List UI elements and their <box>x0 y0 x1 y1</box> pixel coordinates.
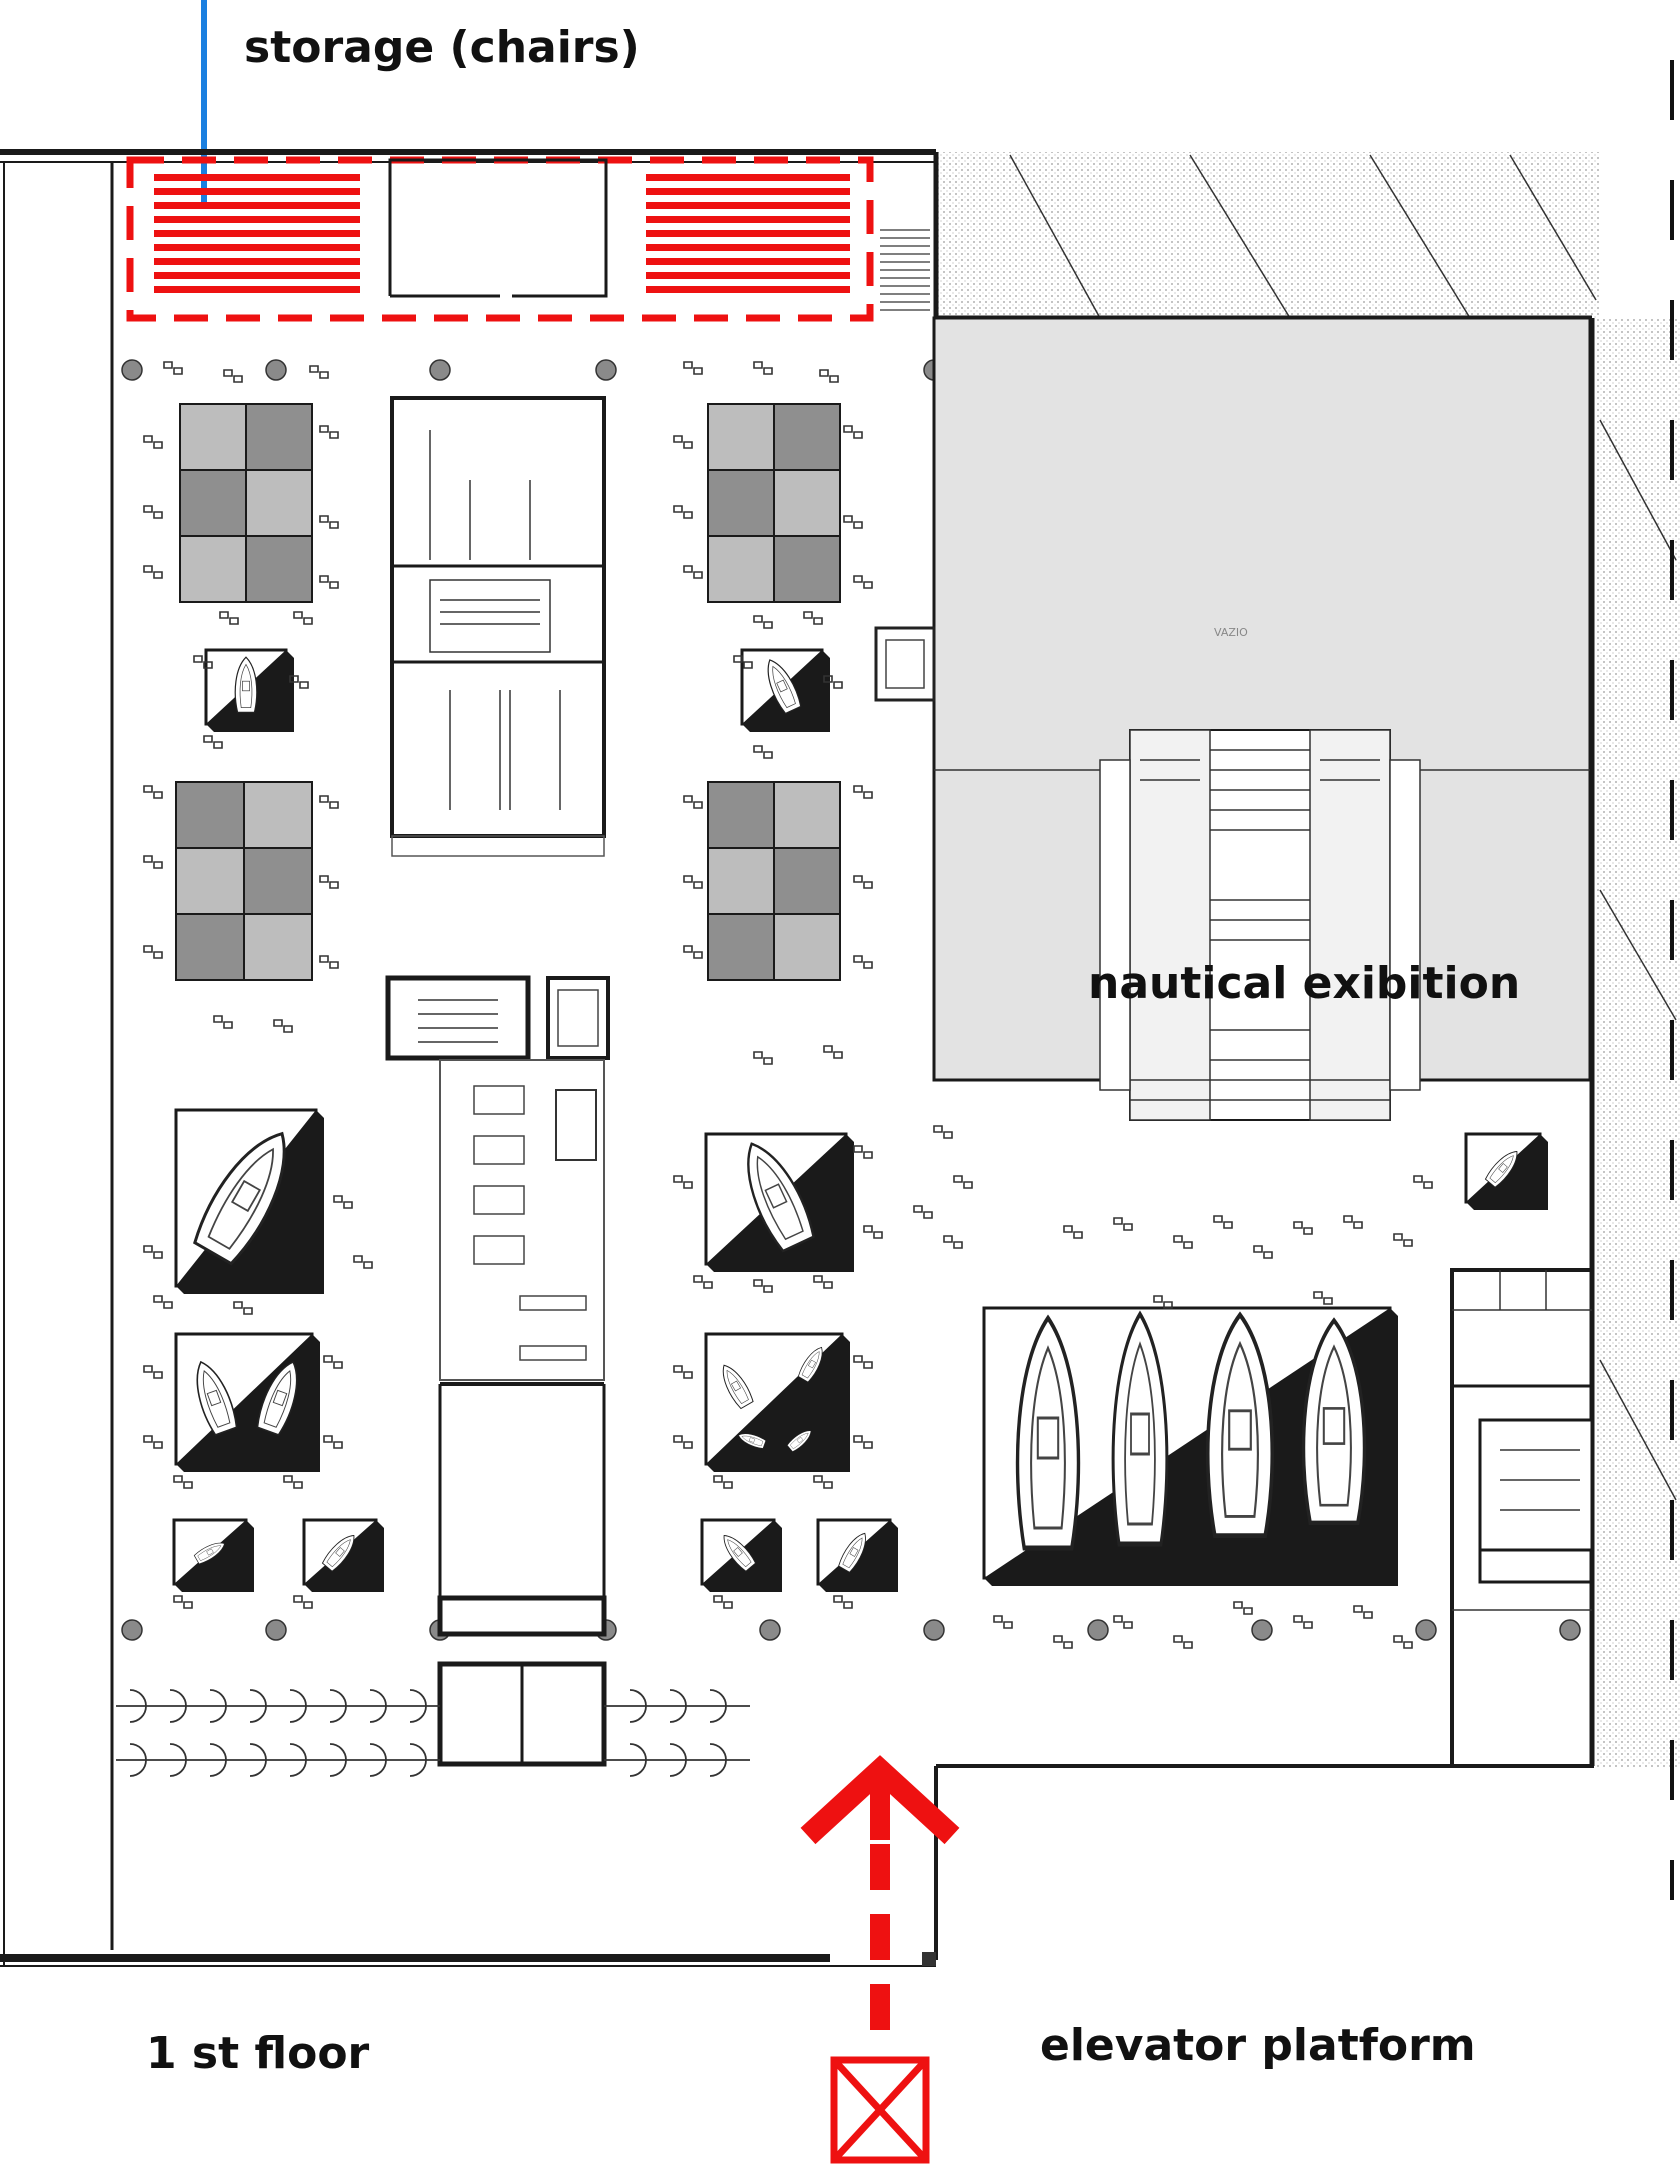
arrow-up-icon <box>800 1755 960 2040</box>
display-grid-4 <box>707 781 841 981</box>
boat-display-small-2 <box>740 648 830 732</box>
boat-display-small-1 <box>204 648 294 732</box>
vent-grille <box>880 229 930 311</box>
display-grid-1 <box>179 403 313 603</box>
storage-area <box>126 156 930 322</box>
main-boat-showcase <box>982 1306 1398 1586</box>
restroom-core <box>390 396 606 857</box>
chair-stack-left <box>154 174 360 293</box>
elevator-icon <box>830 2056 930 2164</box>
display-grid-2 <box>707 403 841 603</box>
boat-display-cluster <box>704 1332 850 1472</box>
grand-staircase <box>1099 729 1421 1121</box>
entry-gates <box>116 1689 750 1777</box>
display-grid-3 <box>175 781 313 981</box>
void-label: VAZIO <box>1214 626 1248 639</box>
chair-stack-right <box>646 174 850 293</box>
floor-label: 1 st floor <box>146 2028 370 2079</box>
right-service-block <box>1450 1268 1594 1768</box>
boat-display-corner <box>1464 1132 1548 1210</box>
boat-display-tiny-3 <box>700 1518 782 1592</box>
exterior-ground <box>936 60 1680 2168</box>
boat-display-large-2 <box>704 1132 854 1272</box>
exhibition-void: VAZIO nautical exibition <box>874 316 1592 1121</box>
boat-display-tiny-4 <box>816 1518 898 1592</box>
boat-display-tiny-2 <box>302 1518 384 1592</box>
nautical-exhibition-label: nautical exibition <box>1088 958 1520 1009</box>
service-core <box>385 975 610 1767</box>
boat-display-twin <box>174 1332 320 1472</box>
storage-label: storage (chairs) <box>244 22 640 73</box>
boat-display-tiny-1 <box>172 1518 254 1592</box>
elevator-platform-label: elevator platform <box>1040 2020 1476 2071</box>
boat-display-large-1 <box>174 1108 324 1294</box>
